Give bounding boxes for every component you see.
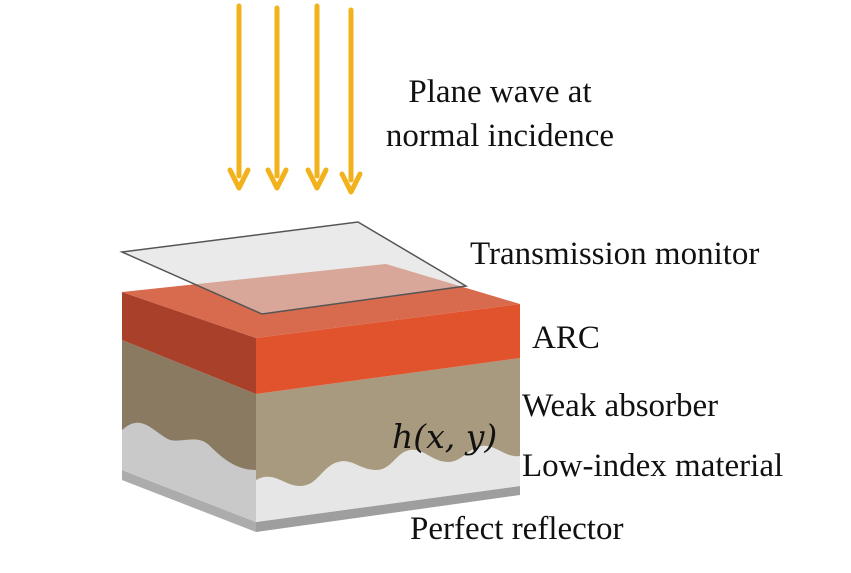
- incident-wave-label-line1: Plane wave at: [408, 74, 592, 110]
- incident-arrow-1: [227, 3, 251, 191]
- transmission-monitor-label: Transmission monitor: [470, 236, 760, 272]
- weak-absorber-layer: [122, 340, 520, 486]
- perfect-reflector-label: Perfect reflector: [410, 511, 624, 547]
- transmission-monitor-plane: [119, 221, 469, 315]
- incident-wave-label-line2: normal incidence: [385, 118, 615, 154]
- incident-arrow-4: [339, 7, 363, 195]
- arc-label: ARC: [532, 320, 600, 356]
- incident-arrow-3: [305, 3, 329, 191]
- perfect-reflector-layer: [122, 470, 520, 532]
- low-index-material-label: Low-index material: [522, 448, 784, 484]
- weak-absorber-label: Weak absorber: [522, 388, 719, 424]
- interface-height-label: h(x, y): [392, 417, 498, 456]
- incident-wave-arrows: [227, 3, 363, 195]
- incident-arrow-2: [265, 5, 289, 191]
